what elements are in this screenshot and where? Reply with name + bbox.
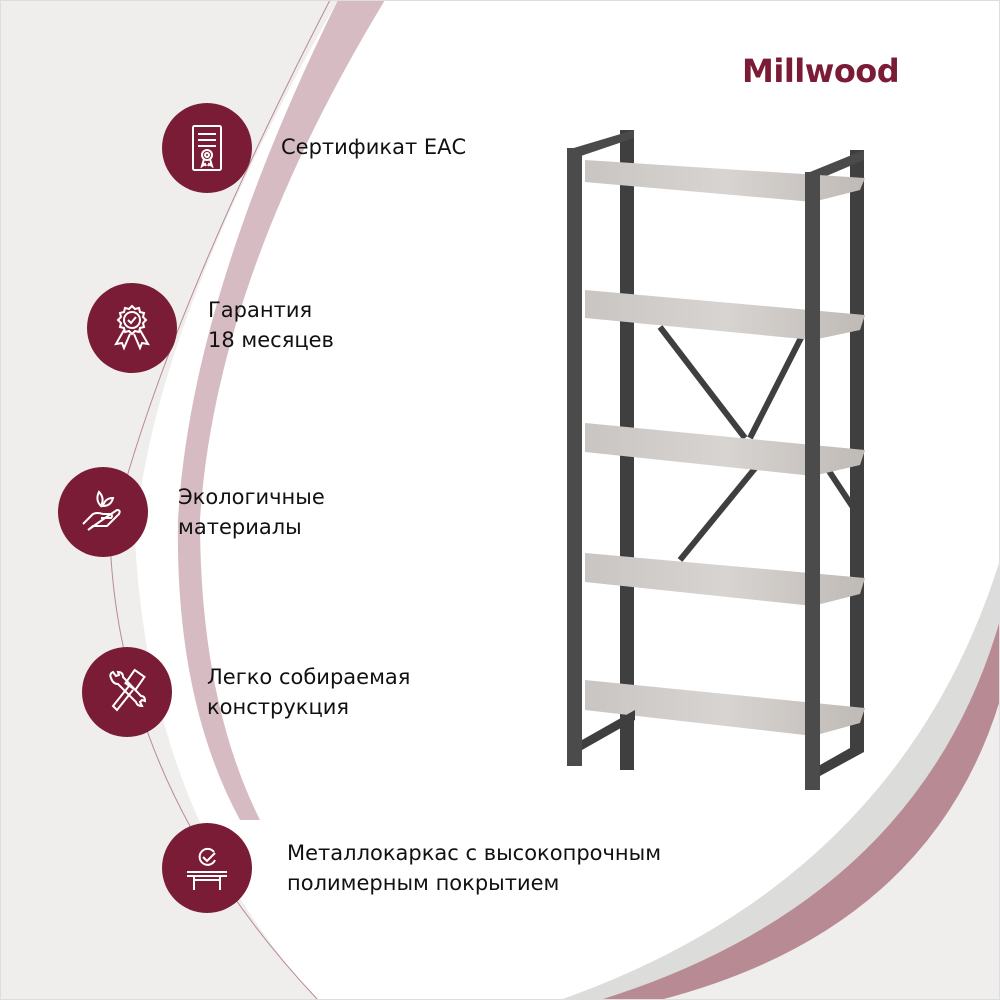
feature-frame-text: Металлокаркас с высокопрочным полимерным…: [287, 838, 661, 898]
feature-line: конструкция: [207, 695, 350, 719]
certificate-icon: [162, 103, 252, 193]
feature-eco-text: Экологичные материалы: [178, 482, 325, 542]
five-tier-shelf-image: [567, 130, 865, 790]
feature-line: материалы: [178, 515, 302, 539]
award-badge-icon: [87, 283, 177, 373]
brand-logo: Millwood: [742, 52, 900, 90]
feature-line: Гарантия: [208, 298, 313, 322]
feature-line: Экологичные: [178, 485, 325, 509]
feature-line: Металлокаркас с высокопрочным: [287, 841, 662, 865]
feature-assembly-text: Легко собираемая конструкция: [207, 662, 410, 722]
feature-line: полимерным покрытием: [287, 871, 560, 895]
feature-line: Легко собираемая: [207, 665, 411, 689]
tools-wrench-hammer-icon: [82, 647, 172, 737]
feature-certificate-text: Сертификат ЕАС: [281, 132, 466, 162]
feature-line: 18 месяцев: [208, 328, 334, 352]
feature-warranty-text: Гарантия 18 месяцев: [208, 295, 334, 355]
feature-line: Сертификат ЕАС: [281, 135, 467, 159]
eco-hand-leaf-icon: [58, 467, 148, 557]
table-check-icon: [162, 823, 252, 913]
